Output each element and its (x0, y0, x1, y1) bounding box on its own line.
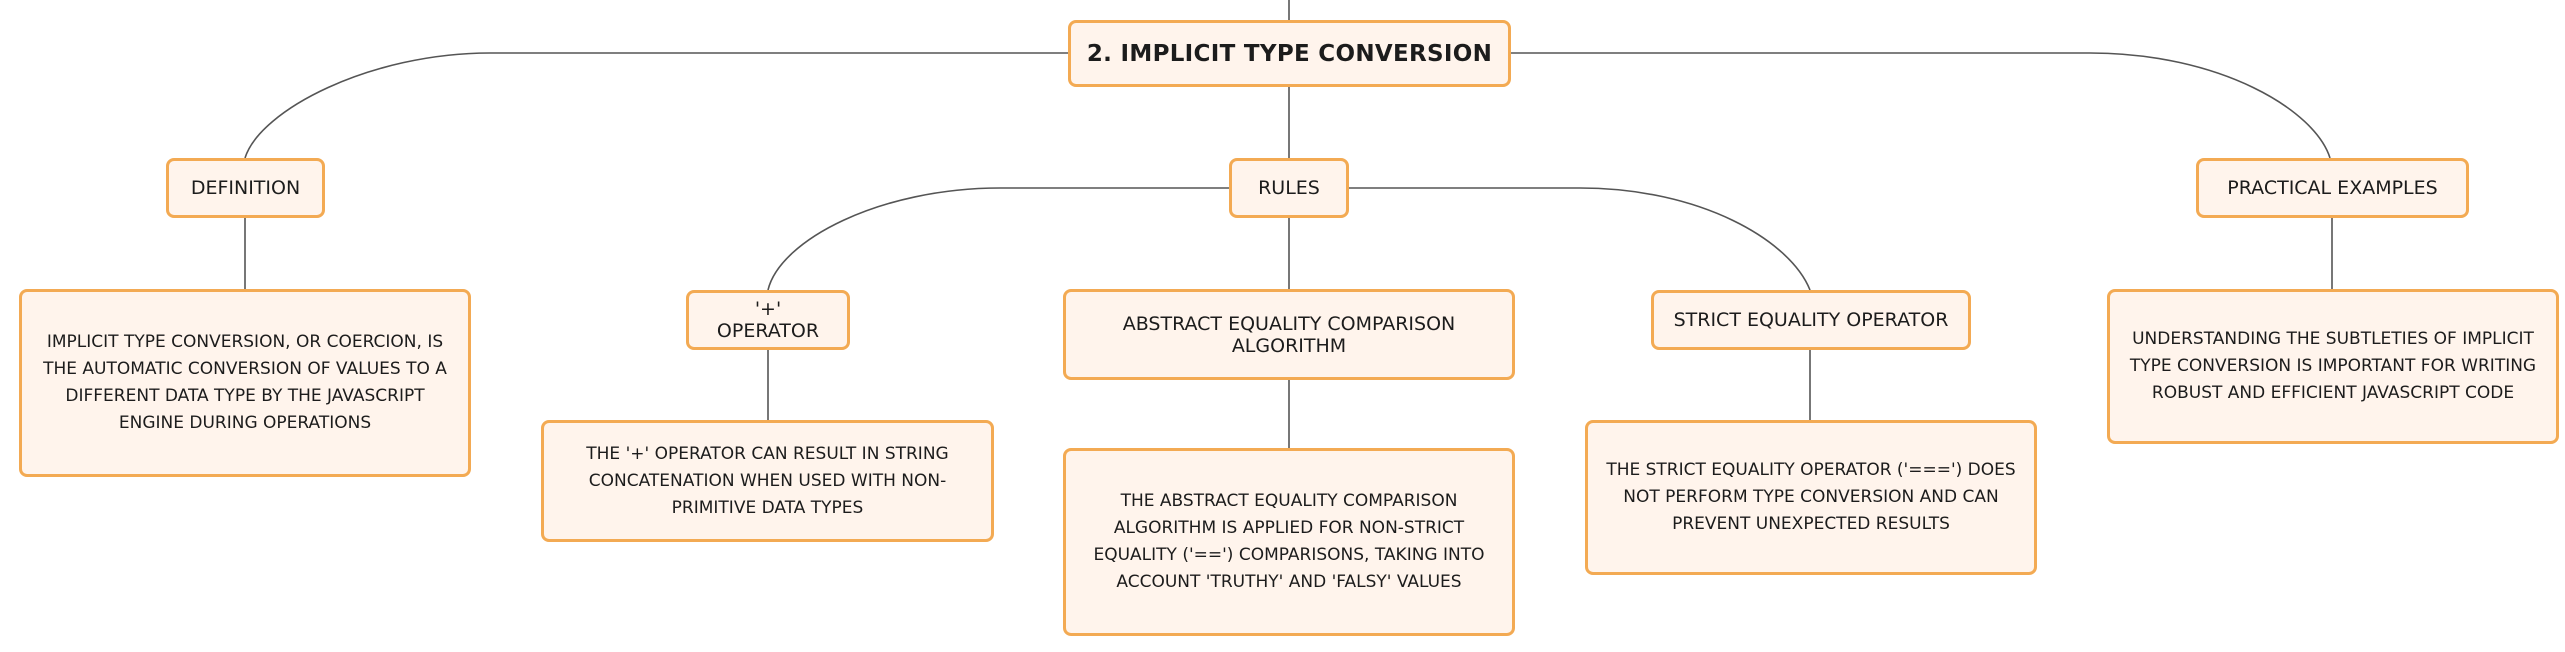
practical-examples-label: PRACTICAL EXAMPLES (2227, 177, 2438, 199)
definition-node[interactable]: DEFINITION (166, 158, 325, 218)
practical-examples-node[interactable]: PRACTICAL EXAMPLES (2196, 158, 2469, 218)
abstract-equality-detail-node[interactable]: THE ABSTRACT EQUALITY COMPARISON ALGORIT… (1063, 448, 1515, 636)
rules-node[interactable]: RULES (1229, 158, 1349, 218)
abstract-equality-label: ABSTRACT EQUALITY COMPARISON ALGORITHM (1122, 312, 1456, 357)
root-topic-node[interactable]: 2. IMPLICIT TYPE CONVERSION (1068, 20, 1511, 87)
strict-equality-detail-node[interactable]: THE STRICT EQUALITY OPERATOR ('===') DOE… (1585, 420, 2037, 575)
practical-examples-detail-text: UNDERSTANDING THE SUBTLETIES OF IMPLICIT… (2129, 329, 2537, 403)
plus-operator-label: '+' OPERATOR (716, 298, 820, 342)
plus-operator-detail-text: THE '+' OPERATOR CAN RESULT IN STRING CO… (586, 443, 949, 518)
strict-equality-node[interactable]: STRICT EQUALITY OPERATOR (1651, 290, 1971, 350)
plus-operator-detail-node[interactable]: THE '+' OPERATOR CAN RESULT IN STRING CO… (541, 420, 994, 542)
connector-root-to-practical-examples (1510, 52, 2331, 159)
connector-rules-to-plus-operator (767, 187, 1229, 291)
abstract-equality-detail-text: THE ABSTRACT EQUALITY COMPARISON ALGORIT… (1093, 491, 1485, 592)
practical-examples-detail-node[interactable]: UNDERSTANDING THE SUBTLETIES OF IMPLICIT… (2107, 289, 2559, 444)
definition-detail-text: IMPLICIT TYPE CONVERSION, OR COERCION, I… (43, 332, 447, 433)
connector-rules-to-strict-equality (1349, 187, 1811, 291)
connector-root-to-definition (244, 52, 1068, 159)
definition-label: DEFINITION (190, 177, 301, 199)
abstract-equality-node[interactable]: ABSTRACT EQUALITY COMPARISON ALGORITHM (1063, 289, 1515, 380)
definition-detail-node[interactable]: IMPLICIT TYPE CONVERSION, OR COERCION, I… (19, 289, 471, 477)
strict-equality-detail-text: THE STRICT EQUALITY OPERATOR ('===') DOE… (1606, 460, 2016, 534)
strict-equality-label: STRICT EQUALITY OPERATOR (1673, 309, 1949, 331)
plus-operator-node[interactable]: '+' OPERATOR (686, 290, 850, 350)
root-topic-label: 2. IMPLICIT TYPE CONVERSION (1086, 40, 1493, 67)
rules-label: RULES (1258, 177, 1320, 199)
